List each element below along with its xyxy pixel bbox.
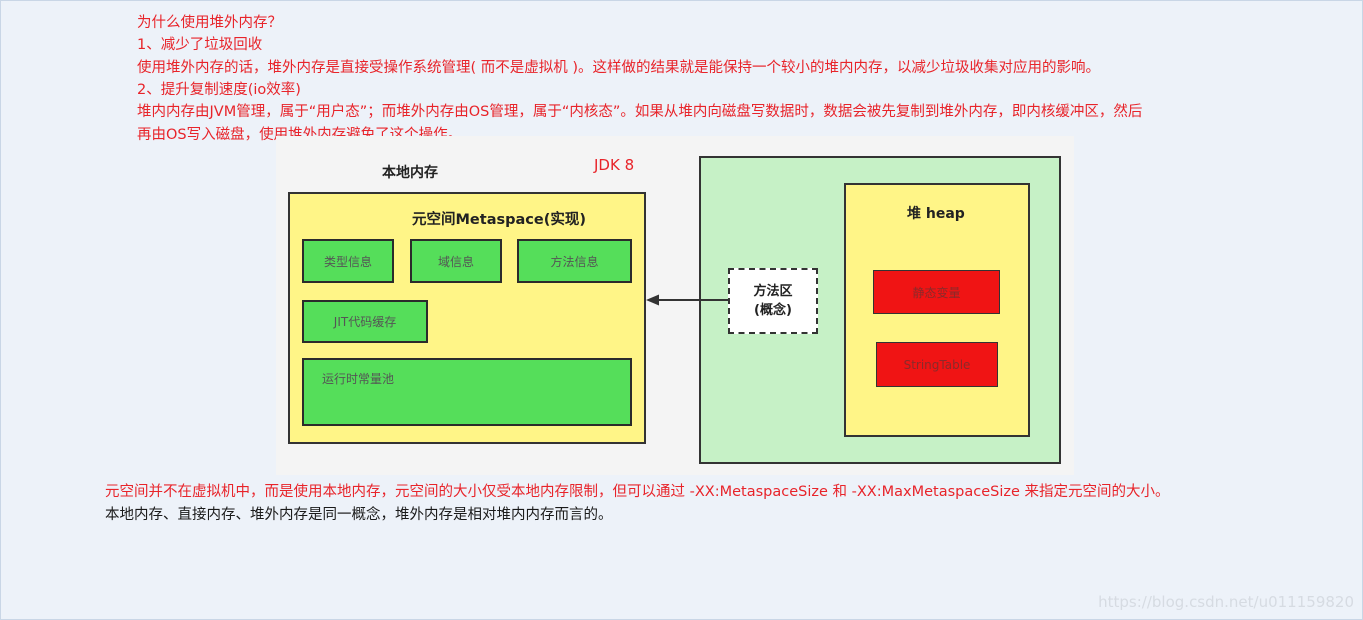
metaspace-item-method-info: 方法信息	[517, 239, 632, 283]
method-area-concept-label: (概念)	[754, 303, 792, 318]
native-memory-title: 本地内存	[382, 165, 438, 181]
heap-item-stringtable: StringTable	[876, 342, 998, 387]
intro-point2-body-line1: 堆内内存由JVM管理，属于“用户态”；而堆外内存由OS管理，属于“内核态”。如果…	[137, 104, 1143, 120]
metaspace-item-jit-cache: JIT代码缓存	[302, 300, 428, 343]
method-area-box: 方法区 (概念)	[728, 268, 818, 334]
footer-note-native-memory: 本地内存、直接内存、堆外内存是同一概念，堆外内存是相对堆内内存而言的。	[105, 507, 613, 523]
intro-point1-title: 1、减少了垃圾回收	[137, 37, 263, 53]
method-area-label: 方法区	[753, 284, 793, 299]
intro-point2-title: 2、提升复制速度(io效率)	[137, 82, 301, 98]
intro-question: 为什么使用堆外内存？	[137, 15, 282, 31]
watermark: https://blog.csdn.net/u011159820	[1098, 593, 1354, 611]
metaspace-item-runtime-constant-pool: 运行时常量池	[302, 358, 632, 426]
heap-item-static-vars: 静态变量	[873, 270, 1000, 314]
jdk-label: JDK 8	[594, 156, 635, 174]
intro-point1-body: 使用堆外内存的话，堆外内存是直接受操作系统管理( 而不是虚拟机 )。这样做的结果…	[137, 60, 1101, 76]
metaspace-item-type-info: 类型信息	[302, 239, 394, 283]
footer-note-metaspace: 元空间并不在虚拟机中，而是使用本地内存，元空间的大小仅受本地内存限制，但可以通过…	[105, 484, 1170, 500]
arrow-icon	[646, 294, 728, 306]
metaspace-item-field-info: 域信息	[410, 239, 502, 283]
heap-title: 堆 heap	[907, 206, 965, 222]
metaspace-title: 元空间Metaspace(实现)	[412, 212, 586, 228]
memory-diagram: 本地内存 JDK 8 元空间Metaspace(实现) 类型信息 域信息 方法信…	[276, 136, 1074, 475]
